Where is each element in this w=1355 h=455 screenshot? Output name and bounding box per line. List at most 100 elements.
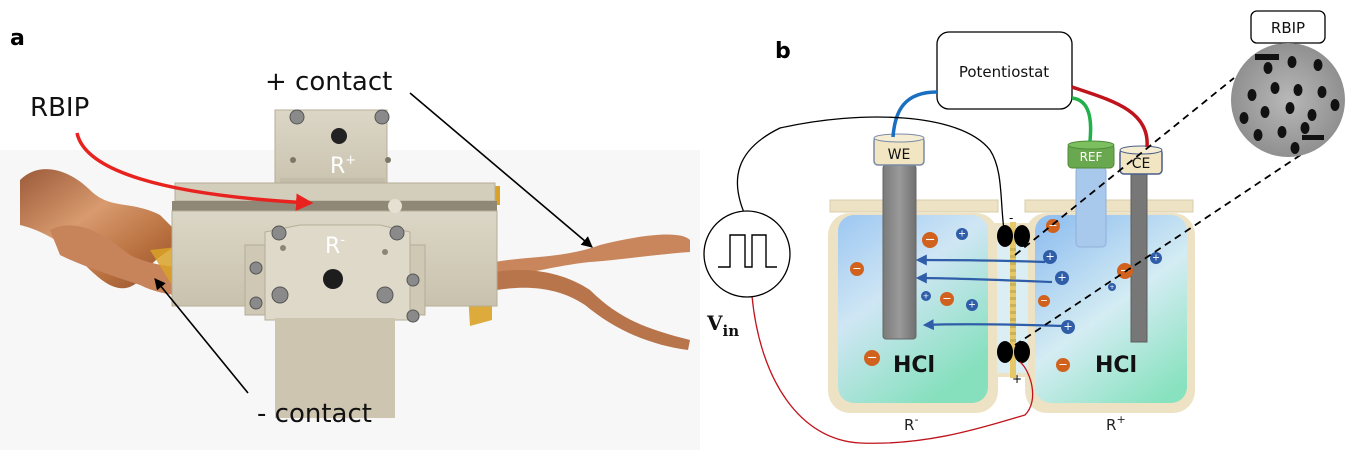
sem-scalebar xyxy=(1255,54,1279,60)
screw xyxy=(271,286,289,304)
membrane-pore xyxy=(1010,297,1016,300)
panel-letter-b: b xyxy=(775,39,791,64)
oring xyxy=(997,225,1013,247)
cation-icon: + xyxy=(921,291,931,301)
svg-text:−: − xyxy=(852,262,861,275)
sem-scalebar xyxy=(1302,135,1324,140)
we-wire xyxy=(891,90,938,138)
membrane-pore xyxy=(1010,290,1016,293)
svg-text:+: + xyxy=(958,229,966,240)
membrane-pore xyxy=(1010,332,1016,335)
sem-pore xyxy=(1293,84,1303,96)
ion-arrow xyxy=(915,272,1053,284)
membrane-pore xyxy=(1010,255,1016,258)
zoom-line-top xyxy=(1014,77,1235,256)
zoom-line-bottom xyxy=(1014,151,1306,346)
membrane-channel: - + xyxy=(993,211,1032,386)
ion-arrow xyxy=(922,319,1064,331)
ref-wire xyxy=(1071,96,1093,142)
screw xyxy=(406,309,420,323)
svg-text:−: − xyxy=(925,233,936,248)
screw xyxy=(406,273,420,287)
svg-text:−: − xyxy=(1040,296,1048,307)
vin-negative-wire xyxy=(736,116,1005,231)
cation-icon: + xyxy=(1108,283,1116,291)
counter-electrode: CE xyxy=(1119,145,1163,343)
sem-pore xyxy=(1290,142,1300,154)
sem-pore xyxy=(1239,112,1249,124)
svg-text:+: + xyxy=(968,300,976,311)
minus-contact-arrow xyxy=(154,278,249,394)
membrane-pore xyxy=(1010,318,1016,321)
sem-pore xyxy=(1277,126,1287,138)
svg-text:+: + xyxy=(1045,250,1054,263)
sem-pore xyxy=(1307,109,1317,121)
svg-text:+: + xyxy=(1152,253,1160,264)
screw xyxy=(389,225,405,241)
membrane-minus-sign: - xyxy=(1009,211,1013,225)
sem-pore xyxy=(1253,129,1263,141)
screw xyxy=(249,296,263,310)
right-electrolyte-label: HCl xyxy=(1095,353,1137,378)
svg-text:−: − xyxy=(1058,358,1067,371)
panel-a: a xyxy=(0,26,700,450)
anion-icon: − xyxy=(1038,295,1050,307)
oring xyxy=(997,341,1013,363)
bottom-base xyxy=(275,318,395,418)
svg-text:+: + xyxy=(923,291,930,300)
svg-text:−: − xyxy=(867,351,878,366)
rbip-box-label: RBIP xyxy=(1271,19,1305,37)
membrane-pore xyxy=(1010,283,1016,286)
sem-pore xyxy=(1263,62,1273,74)
label-rbip: RBIP xyxy=(30,93,89,123)
vin-source: Vin xyxy=(703,210,791,340)
ce-label: CE xyxy=(1132,156,1151,172)
label-plus-contact: + contact xyxy=(265,67,392,97)
square-wave-icon xyxy=(718,234,777,268)
membrane-pores xyxy=(1010,248,1016,342)
oring xyxy=(1014,341,1030,363)
sem-pore xyxy=(1285,102,1295,114)
hole xyxy=(323,269,343,289)
anion-icon: − xyxy=(864,350,880,366)
screw xyxy=(271,225,287,241)
rbip-inset: RBIP xyxy=(1231,10,1345,157)
label-minus-contact: - contact xyxy=(257,399,372,429)
membrane-plus-sign: + xyxy=(1012,372,1022,386)
vin-positive-wire xyxy=(751,295,1034,444)
reference-electrode: REF xyxy=(1067,140,1115,248)
svg-text:−: − xyxy=(1048,219,1057,232)
screw xyxy=(249,261,263,275)
sem-pore xyxy=(1300,122,1310,134)
sem-pore xyxy=(1247,89,1257,101)
membrane-pore xyxy=(1010,304,1016,307)
membrane-pore xyxy=(1010,276,1016,279)
membrane-pore xyxy=(1010,262,1016,265)
anion-icon: − xyxy=(1056,358,1070,372)
membrane-pore xyxy=(1010,311,1016,314)
sem-pore xyxy=(1270,82,1280,94)
panel-b: b Potentiostat - + xyxy=(703,10,1345,444)
membrane-pore xyxy=(1010,325,1016,328)
membrane-pore xyxy=(1010,248,1016,251)
screw xyxy=(289,109,305,125)
cation-icon: + xyxy=(966,299,978,311)
cation-icon: + xyxy=(1150,252,1162,264)
cation-icon: + xyxy=(1061,320,1075,334)
sem-pore xyxy=(1287,56,1297,68)
left-electrolyte-label: HCl xyxy=(893,353,935,378)
hole xyxy=(331,128,347,144)
screw xyxy=(374,109,390,125)
panel-letter-a: a xyxy=(10,26,25,51)
we-label: WE xyxy=(888,147,911,163)
rbip-arrow xyxy=(75,132,314,211)
cell-assembly: R+ R- xyxy=(171,109,498,418)
potentiostat-label: Potentiostat xyxy=(959,63,1049,81)
vin-label: Vin xyxy=(706,311,739,340)
cation-icon: + xyxy=(1055,271,1069,285)
anion-icon: − xyxy=(922,232,938,248)
sem-pore xyxy=(1313,59,1323,71)
membrane-pore xyxy=(1010,339,1016,342)
sem-image xyxy=(1231,43,1345,157)
